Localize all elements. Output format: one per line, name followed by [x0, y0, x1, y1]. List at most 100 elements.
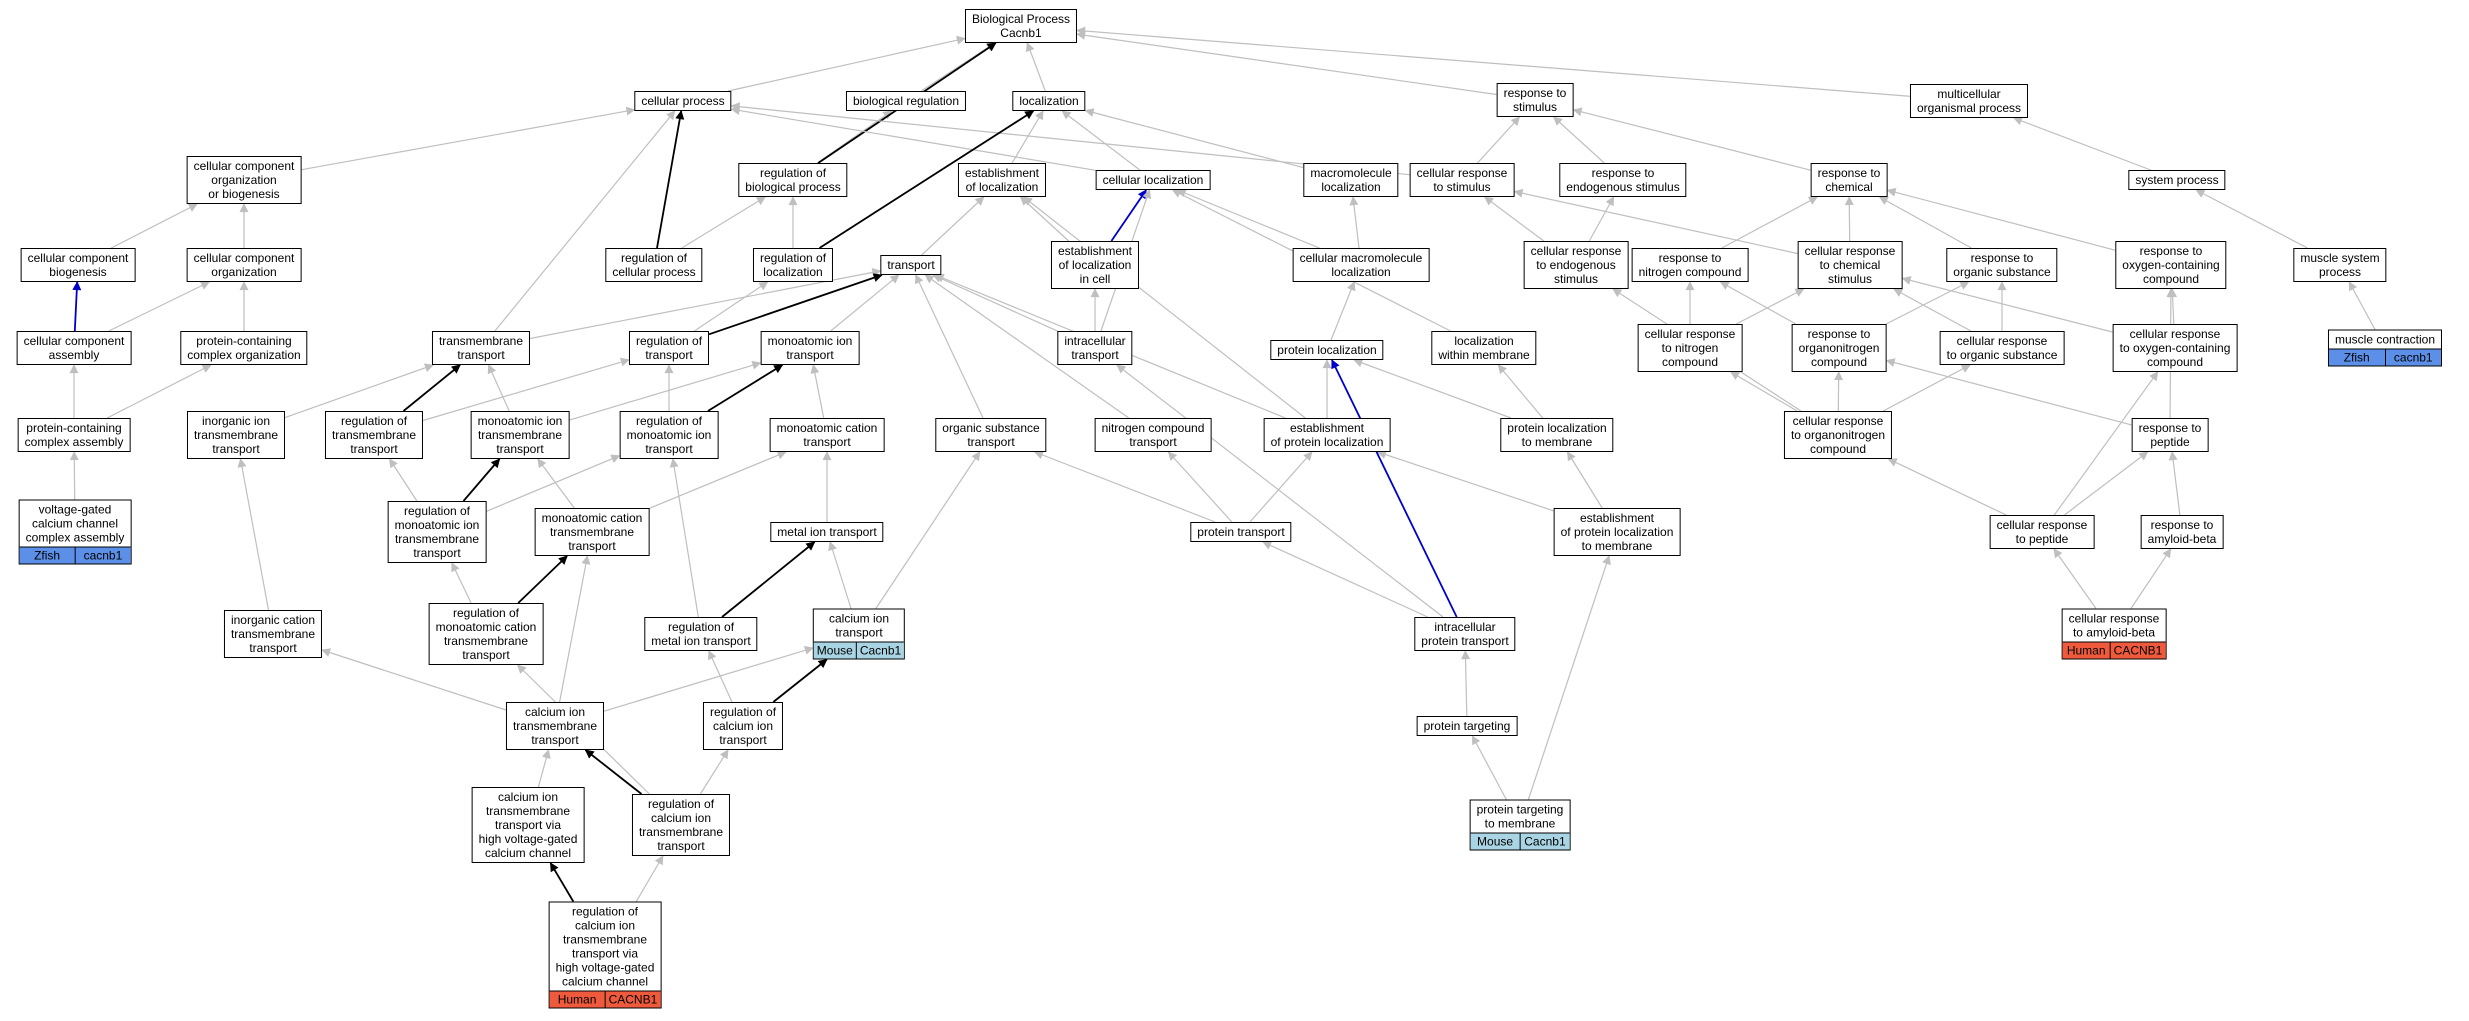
go-term-mtt[interactable]: metal ion transport	[770, 522, 884, 542]
go-term-pl[interactable]: protein localization	[1270, 340, 1384, 360]
edge-citvg-to-citmt	[537, 749, 551, 788]
go-term-pt[interactable]: protein targeting	[1416, 716, 1518, 736]
go-term-label: protein targeting	[1423, 719, 1511, 733]
go-term-cp[interactable]: cellular process	[634, 91, 732, 111]
go-term-label: biological regulation	[852, 94, 960, 108]
edge-nct-to-tr	[924, 274, 1130, 419]
edge-eolc-to-cl	[1110, 189, 1147, 242]
edge-pcca-to-pcco	[106, 364, 212, 419]
go-term-breg[interactable]: biological regulation	[845, 91, 967, 111]
go-term-tr[interactable]: transport	[880, 255, 942, 275]
edge-pt-to-ipt	[1461, 650, 1471, 717]
edge-cl-to-cp	[730, 106, 1096, 171]
go-term-loc[interactable]: localization	[1012, 91, 1086, 111]
edge-ros-to-rch	[1878, 196, 1972, 249]
edge-rtmt-to-rtr	[422, 357, 630, 422]
edge-ml-to-loc	[1084, 108, 1304, 169]
go-term-cl[interactable]: cellular localization	[1095, 170, 1211, 190]
edge-ptm-to-pt	[1471, 735, 1507, 800]
go-term-sp[interactable]: system process	[2128, 170, 2226, 190]
edge-cres-to-crs	[1484, 196, 1545, 242]
edge-crcs-to-crs	[1513, 188, 1798, 255]
go-term-label: metal ion transport	[777, 525, 877, 539]
go-term-ptr[interactable]: protein transport	[1190, 522, 1292, 542]
edge-ptm-to-eplm	[1527, 555, 1611, 800]
